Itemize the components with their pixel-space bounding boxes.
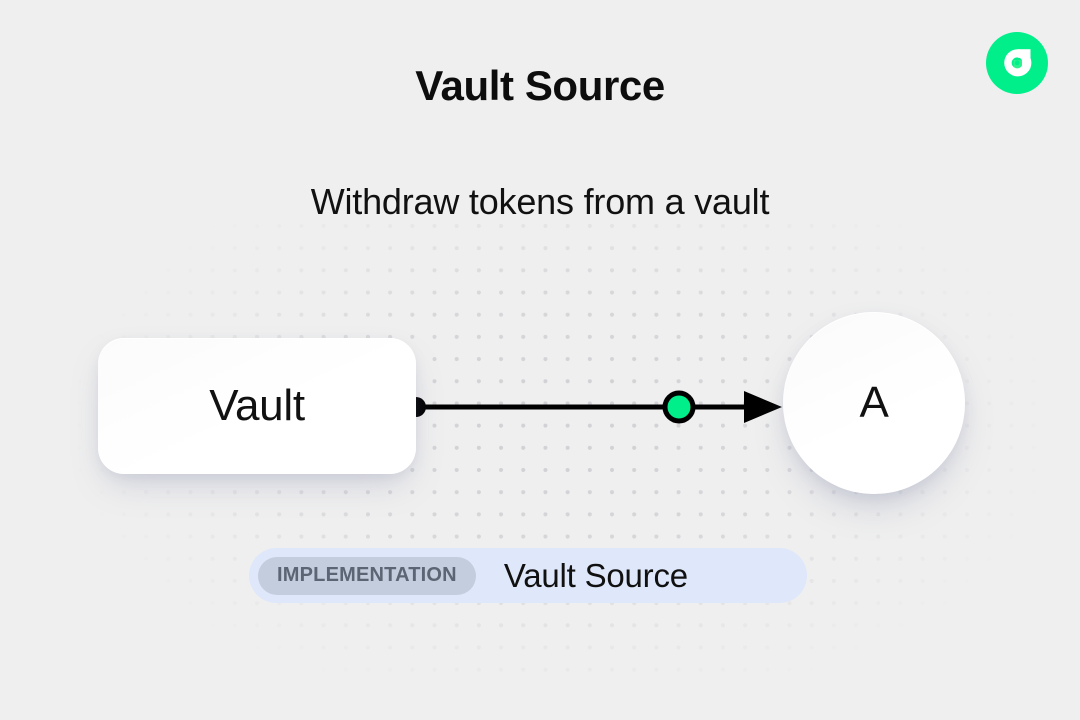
page-title: Vault Source [415,62,665,109]
page-subtitle: Withdraw tokens from a vault [310,181,770,222]
implementation-tag-badge: IMPLEMENTATION [258,556,476,595]
implementation-value: Vault Source [503,556,688,594]
node-vault-label: Vault [209,381,305,430]
node-vault[interactable]: Vault [98,338,416,474]
edge-midpoint-marker[interactable] [662,390,696,424]
edge-arrowhead-icon [744,391,782,423]
node-a-label: A [859,378,889,427]
node-a[interactable]: A [783,312,965,494]
flow-logo-icon [986,32,1048,94]
implementation-bar: IMPLEMENTATION Vault Source [249,548,807,603]
